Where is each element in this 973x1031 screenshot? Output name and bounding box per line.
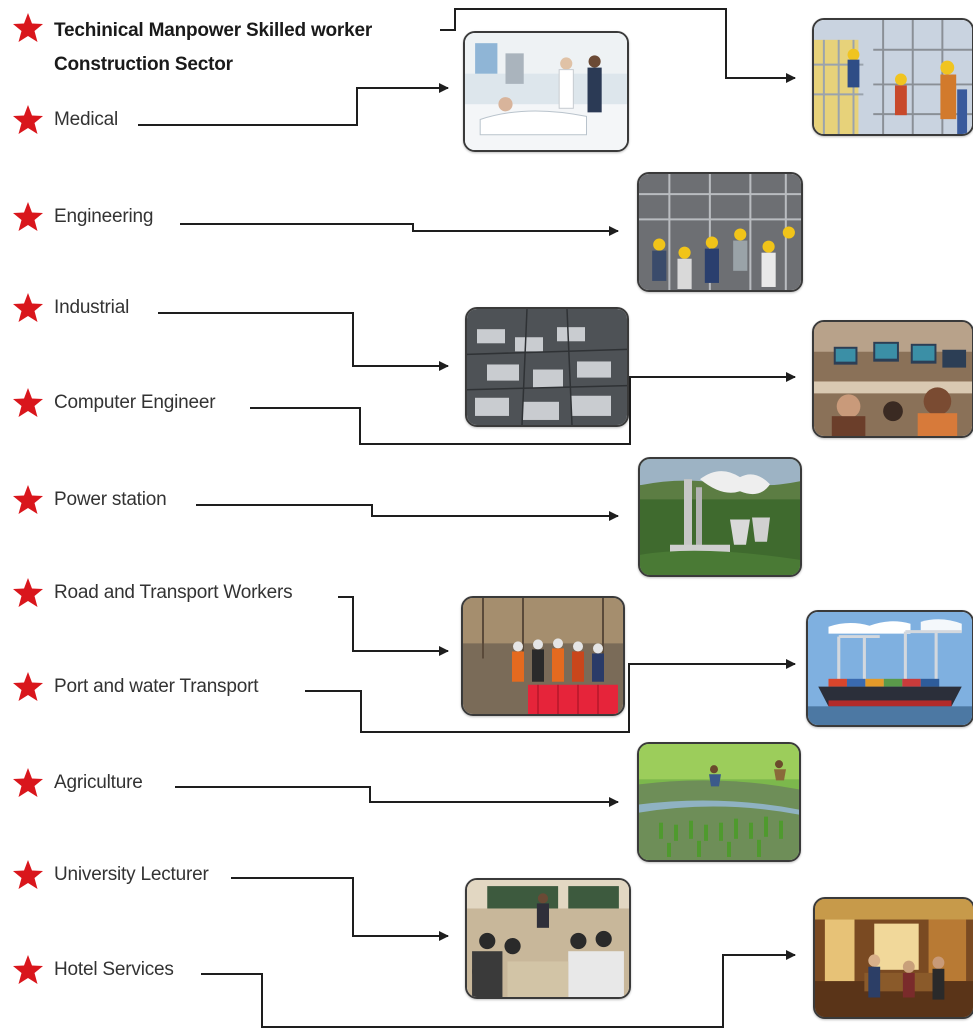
sector-item-hotel-services: Hotel Services bbox=[12, 954, 174, 986]
star-icon bbox=[13, 672, 43, 701]
connector-hotel bbox=[201, 950, 796, 1028]
sector-item-computer-engineer: Computer Engineer bbox=[12, 387, 216, 419]
connector-industrial bbox=[158, 312, 449, 371]
sector-label: Industrial bbox=[54, 297, 130, 318]
connector-agriculture bbox=[175, 786, 619, 807]
sector-item-medical: Medical bbox=[12, 104, 118, 136]
star-icon bbox=[13, 860, 43, 889]
connector-computer bbox=[250, 372, 796, 445]
connector-road bbox=[338, 596, 449, 656]
star-icon bbox=[13, 578, 43, 607]
sector-item-university-lecturer: University Lecturer bbox=[12, 859, 209, 891]
connector-port bbox=[305, 659, 796, 733]
connector-construction bbox=[440, 8, 796, 83]
connector-power bbox=[196, 504, 619, 521]
connector-engineering bbox=[180, 223, 619, 236]
sector-item-power-station: Power station bbox=[12, 484, 167, 516]
star-icon bbox=[13, 105, 43, 134]
connector-lecturer bbox=[231, 877, 449, 941]
sector-label: Port and water Transport bbox=[54, 676, 259, 697]
sector-label: University Lecturer bbox=[54, 864, 209, 885]
road-workers-photo bbox=[461, 596, 625, 716]
connector-medical bbox=[138, 83, 449, 126]
sector-item-engineering: Engineering bbox=[12, 201, 153, 233]
star-icon bbox=[13, 768, 43, 797]
construction-sector-title: Techinical Manpower Skilled worker Const… bbox=[54, 14, 372, 82]
sector-label: Computer Engineer bbox=[54, 392, 216, 413]
hospital-photo bbox=[463, 31, 629, 152]
computer-lab-photo bbox=[812, 320, 973, 438]
sector-item-agriculture: Agriculture bbox=[12, 767, 143, 799]
sector-label: Agriculture bbox=[54, 772, 143, 793]
title-line-2: Construction Sector bbox=[54, 54, 233, 75]
star-icon bbox=[13, 13, 43, 42]
factory-photo bbox=[465, 307, 629, 427]
sector-label: Medical bbox=[54, 109, 119, 130]
container-port-photo bbox=[806, 610, 973, 727]
star-icon bbox=[13, 955, 43, 984]
star-icon bbox=[13, 388, 43, 417]
sector-item-port-water: Port and water Transport bbox=[12, 671, 259, 703]
rice-field-photo bbox=[637, 742, 801, 862]
engineering-photo bbox=[637, 172, 803, 292]
sector-item-industrial: Industrial bbox=[12, 292, 129, 324]
lecture-hall-photo bbox=[465, 878, 631, 999]
star-icon bbox=[13, 202, 43, 231]
power-plant-photo bbox=[638, 457, 802, 577]
construction-workers-photo bbox=[812, 18, 973, 136]
star-icon bbox=[13, 293, 43, 322]
sector-label: Hotel Services bbox=[54, 959, 174, 980]
sector-item-road-transport: Road and Transport Workers bbox=[12, 577, 293, 609]
star-icon bbox=[13, 485, 43, 514]
sector-label: Power station bbox=[54, 489, 167, 510]
title-line-1: Techinical Manpower Skilled worker bbox=[54, 20, 373, 41]
sector-label: Road and Transport Workers bbox=[54, 582, 293, 603]
hotel-lobby-photo bbox=[813, 897, 973, 1019]
sector-label: Engineering bbox=[54, 206, 154, 227]
